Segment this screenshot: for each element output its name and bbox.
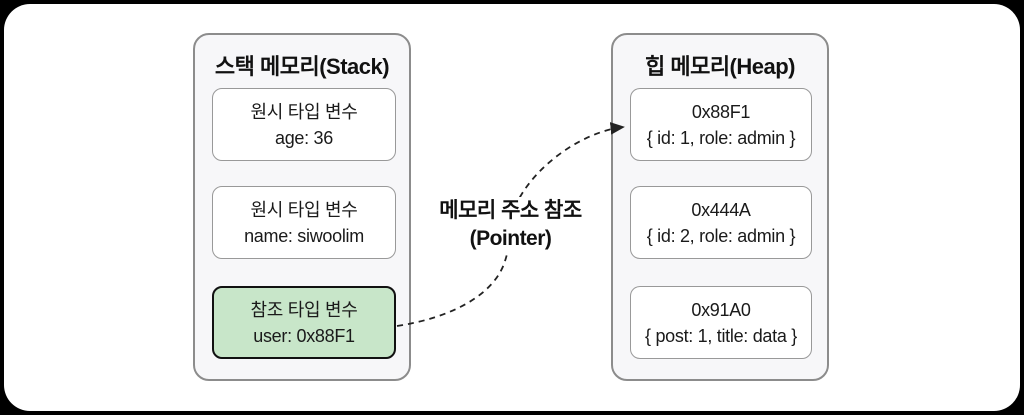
stack-box-reference-user: 참조 타입 변수 user: 0x88F1 [212, 286, 396, 359]
heap-memory-title: 힙 메모리(Heap) [644, 54, 796, 79]
stack-box-primitive-age: 원시 타입 변수 age: 36 [212, 88, 396, 161]
pointer-label-line2: (Pointer) [469, 227, 552, 250]
stack-box-primitive-name-value: name: siwoolim [244, 225, 364, 246]
heap-box-0x88F1-value: { id: 1, role: admin } [646, 127, 796, 148]
heap-box-0x444A: 0x444A { id: 2, role: admin } [630, 186, 812, 259]
heap-box-0x91A0-address: 0x91A0 [691, 299, 751, 320]
pointer-label: 메모리 주소 참조 (Pointer) [413, 197, 608, 253]
heap-box-0x444A-address: 0x444A [691, 199, 751, 220]
stack-box-primitive-name: 원시 타입 변수 name: siwoolim [212, 186, 396, 259]
heap-box-0x444A-value: { id: 2, role: admin } [646, 225, 796, 246]
heap-box-0x91A0-value: { post: 1, title: data } [645, 325, 797, 346]
pointer-label-line1: 메모리 주소 참조 [439, 199, 582, 222]
heap-box-0x88F1: 0x88F1 { id: 1, role: admin } [630, 88, 812, 161]
stack-box-primitive-age-type: 원시 타입 변수 [250, 101, 358, 122]
heap-box-0x88F1-address: 0x88F1 [691, 101, 751, 122]
stack-box-primitive-age-value: age: 36 [275, 127, 333, 148]
stack-box-primitive-name-type: 원시 타입 변수 [250, 199, 358, 220]
stack-box-reference-user-type: 참조 타입 변수 [250, 299, 358, 320]
heap-box-0x91A0: 0x91A0 { post: 1, title: data } [630, 286, 812, 359]
stack-memory-title: 스택 메모리(Stack) [214, 54, 390, 79]
stack-box-reference-user-value: user: 0x88F1 [253, 325, 355, 346]
